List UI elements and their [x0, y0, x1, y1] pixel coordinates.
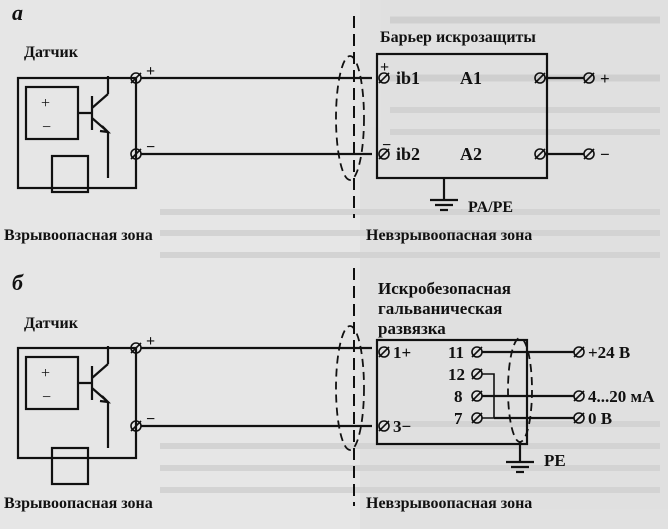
panel-a-output-a1: A1: [460, 68, 482, 88]
panel-b-source-minus: −: [42, 389, 51, 406]
panel-b-isolator-title-2: гальваническая: [378, 299, 502, 318]
panel-a-input-ib2: ib2: [396, 144, 420, 164]
panel-a-barrier-in-plus: +: [380, 59, 389, 76]
panel-b-ground-icon: [506, 442, 534, 474]
panel-a-ground-label: PA/PE: [468, 199, 513, 216]
panel-b-terminal-7: 7: [454, 409, 463, 428]
panel-a-hazard-zone: Взрывоопасная зона: [4, 227, 153, 244]
panel-a-sensor-plus: +: [146, 63, 155, 80]
panel-a-output-a2: A2: [460, 144, 482, 164]
panel-b-isolator-title-1: Искробезопасная: [378, 279, 511, 298]
panel-b-out-terminals: [573, 346, 585, 424]
panel-b-hazard-zone: Взрывоопасная зона: [4, 495, 153, 512]
panel-a-label: а: [12, 0, 23, 25]
panel-a-barrier-in-minus: −: [382, 137, 391, 154]
panel-a-barrier-title: Барьер искрозащиты: [380, 29, 536, 46]
panel-b-ground-label: PE: [544, 451, 566, 470]
panel-a-barrier-box: [375, 52, 549, 180]
panel-a-source-plus: +: [41, 95, 50, 112]
panel-b-isolator-title-3: развязка: [378, 319, 446, 338]
panel-a-out-terminals: [583, 72, 595, 160]
panel-b-sensor-label: Датчик: [24, 315, 79, 332]
panel-a-ground-icon: [430, 178, 458, 212]
panel-a-out-minus: −: [600, 145, 610, 164]
panel-a-out-plus: +: [600, 69, 610, 88]
panel-a-sensor: + −: [16, 76, 138, 194]
background-text: [160, 0, 668, 529]
panel-a-safe-zone: Невзрывоопасная зона: [366, 227, 532, 244]
panel-a-sensor-label: Датчик: [24, 44, 79, 61]
panel-b-terminal-1plus: 1+: [393, 343, 411, 362]
panel-b-out-label-24v: +24 В: [588, 343, 630, 362]
panel-b-cable-shield: [335, 325, 365, 451]
panel-b-sensor-plus: +: [146, 333, 155, 350]
panel-a-source-minus: −: [42, 119, 51, 136]
panel-b-out-label-signal: 4...20 мА: [588, 387, 655, 406]
panel-b-sensor: + −: [16, 346, 138, 486]
panel-b-input-terminals: [378, 346, 390, 432]
panel-b-source-plus: +: [41, 365, 50, 382]
panel-b-terminal-8: 8: [454, 387, 463, 406]
panel-a-cable-shield: [335, 55, 365, 181]
panel-b-terminal-3minus: 3−: [393, 417, 411, 436]
panel-b-terminal-12: 12: [448, 365, 465, 384]
panel-b-out-label-0v: 0 В: [588, 409, 612, 428]
panel-b-sensor-minus: −: [146, 411, 155, 428]
panel-b-label: б: [12, 270, 24, 295]
panel-b-isolator-box: [375, 338, 529, 446]
panel-a-sensor-minus: −: [146, 139, 155, 156]
panel-b-terminal-11: 11: [448, 343, 464, 362]
panel-a-input-ib1: ib1: [396, 68, 420, 88]
panel-b-safe-zone: Невзрывоопасная зона: [366, 495, 532, 512]
